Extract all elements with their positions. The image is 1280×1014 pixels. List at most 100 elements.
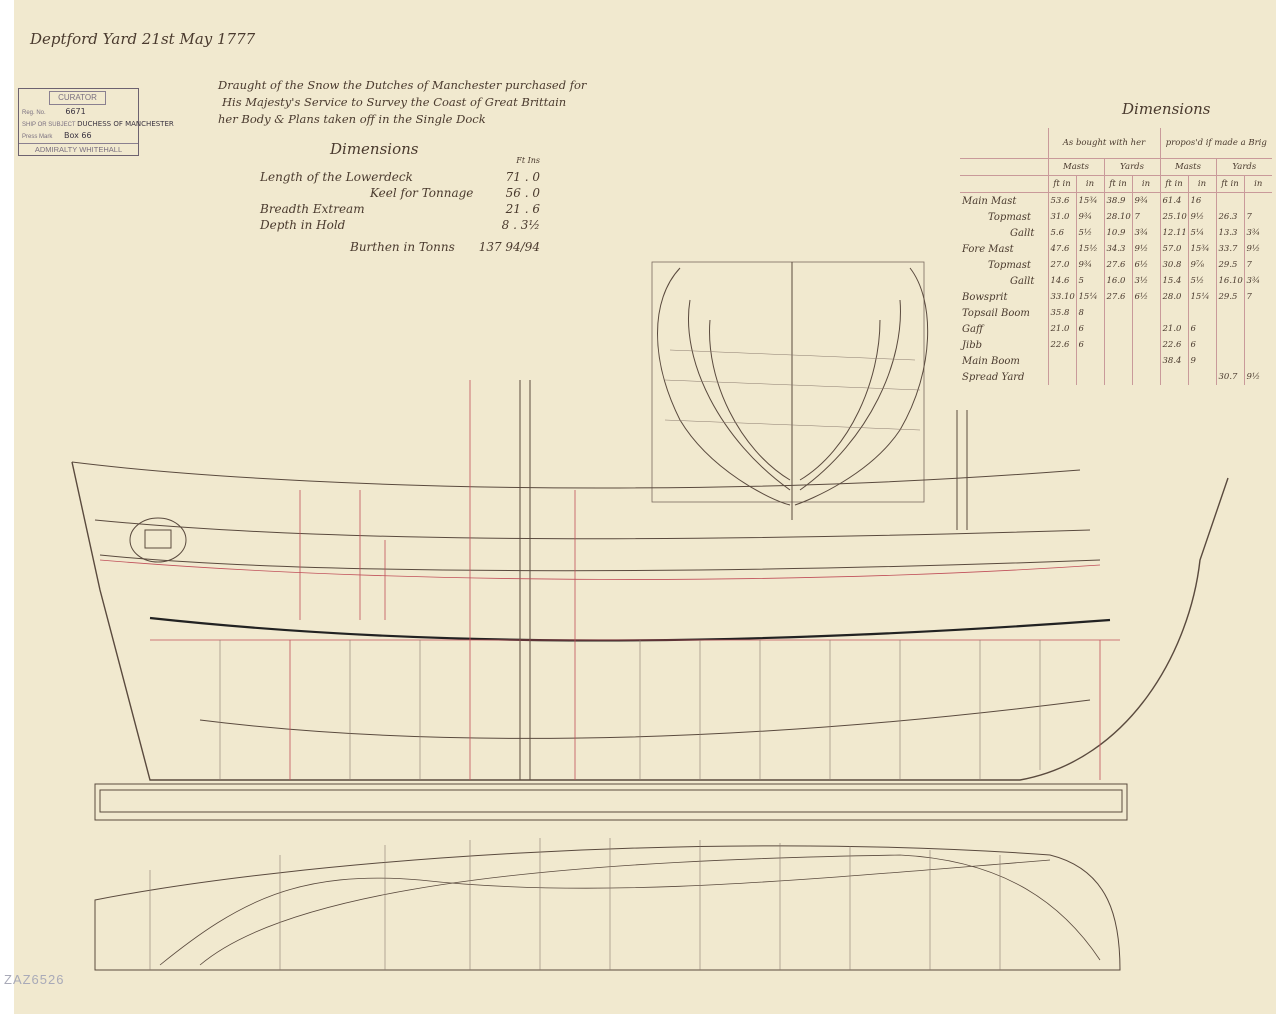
table-cell: 27.6 bbox=[1103, 257, 1132, 273]
table-cell: 9⅞ bbox=[1187, 257, 1216, 273]
unit-header: in bbox=[1243, 175, 1273, 193]
table-cell: 7 bbox=[1243, 209, 1273, 225]
table-cell: 3¾ bbox=[1131, 225, 1160, 241]
stamp-subject-value: DUCHESS OF MANCHESTER bbox=[77, 120, 174, 128]
table-cell bbox=[1047, 353, 1076, 369]
table-cell: 6 bbox=[1187, 337, 1216, 353]
table-cell: 9¾ bbox=[1131, 192, 1160, 209]
table-cell bbox=[1159, 305, 1188, 321]
row-label: Main Boom bbox=[962, 355, 1020, 367]
row-label: Gallt bbox=[1010, 275, 1035, 287]
station-lines bbox=[219, 640, 1041, 780]
table-cell: 6 bbox=[1075, 337, 1104, 353]
table-cell bbox=[1131, 305, 1160, 321]
table-cell: 5.6 bbox=[1047, 225, 1076, 241]
title-line-1: Draught of the Snow the Dutches of Manch… bbox=[218, 78, 587, 92]
table-cell: 22.6 bbox=[1159, 337, 1188, 353]
table-cell: 28.0 bbox=[1159, 289, 1188, 305]
table-cell: 3½ bbox=[1131, 273, 1160, 289]
table-cell: 15¾ bbox=[1187, 241, 1216, 257]
row-label: Main Mast bbox=[962, 195, 1017, 207]
table-cell: 7 bbox=[1243, 289, 1273, 305]
table-cell: 21.0 bbox=[1159, 321, 1188, 337]
table-cell bbox=[1103, 337, 1132, 353]
table-cell: 38.9 bbox=[1103, 192, 1132, 209]
table-cell: 5½ bbox=[1187, 273, 1216, 289]
dimension-value: 137 94/94 bbox=[478, 240, 540, 254]
table-cell: 7 bbox=[1243, 257, 1273, 273]
table-cell: 21.0 bbox=[1047, 321, 1076, 337]
table-cell: 5 bbox=[1075, 273, 1104, 289]
table-cell: 22.6 bbox=[1047, 337, 1076, 353]
unit-header: in bbox=[1131, 175, 1160, 193]
table-cell: 9½ bbox=[1131, 241, 1160, 257]
table-cell: 30.7 bbox=[1215, 369, 1244, 385]
title-line-2: His Majesty's Service to Survey the Coas… bbox=[222, 95, 567, 109]
dimension-label: Length of the Lowerdeck bbox=[260, 170, 413, 184]
table-cell bbox=[1243, 337, 1273, 353]
unit-header: in bbox=[1187, 175, 1216, 193]
table-cell: 27.6 bbox=[1103, 289, 1132, 305]
table-cell: 9¾ bbox=[1075, 257, 1104, 273]
half-breadth-plan bbox=[94, 838, 1121, 971]
dimensions-title: Dimensions bbox=[330, 140, 419, 158]
table-cell: 25.10 bbox=[1159, 209, 1188, 225]
subgroup-header: Masts bbox=[1047, 158, 1104, 176]
table-cell: 14.6 bbox=[1047, 273, 1076, 289]
yard-date: Deptford Yard 21st May 1777 bbox=[30, 30, 256, 48]
row-label: Spread Yard bbox=[962, 371, 1025, 383]
table-cell: 29.5 bbox=[1215, 289, 1244, 305]
dimension-label: Breadth Extream bbox=[260, 202, 365, 216]
table-cell: 3¾ bbox=[1243, 225, 1273, 241]
table-cell: 12.11 bbox=[1159, 225, 1188, 241]
dimension-value: 71 . 0 bbox=[505, 170, 540, 184]
table-cell bbox=[1131, 321, 1160, 337]
table-cell: 53.6 bbox=[1047, 192, 1076, 209]
mast-yard-table: As bought with her propos'd if made a Br… bbox=[960, 128, 1273, 385]
row-label: Jibb bbox=[962, 339, 983, 351]
table-cell bbox=[1215, 321, 1244, 337]
subgroup-header: Yards bbox=[1103, 158, 1160, 176]
table-cell: 5¼ bbox=[1187, 225, 1216, 241]
unit-header: ft in bbox=[1103, 175, 1132, 193]
subgroup-header: Yards bbox=[1215, 158, 1273, 176]
table-cell: 33.7 bbox=[1215, 241, 1244, 257]
table-cell: 28.10 bbox=[1103, 209, 1132, 225]
title-line-3: her Body & Plans taken off in the Single… bbox=[218, 112, 486, 126]
table-cell: 57.0 bbox=[1159, 241, 1188, 257]
table-cell bbox=[1187, 305, 1216, 321]
unit-header: ft in bbox=[1159, 175, 1188, 193]
table-cell: 15¼ bbox=[1075, 289, 1104, 305]
table-cell bbox=[1215, 192, 1244, 209]
table-cell: 29.5 bbox=[1215, 257, 1244, 273]
table-cell: 31.0 bbox=[1047, 209, 1076, 225]
stamp-press-label: Press Mark bbox=[22, 134, 53, 140]
table-cell bbox=[1075, 353, 1104, 369]
table-cell: 15¾ bbox=[1075, 192, 1104, 209]
table-cell bbox=[1131, 337, 1160, 353]
table-cell bbox=[1215, 305, 1244, 321]
table-cell: 9½ bbox=[1187, 209, 1216, 225]
table-cell bbox=[1243, 321, 1273, 337]
table-cell: 9½ bbox=[1243, 369, 1273, 385]
unit-header: in bbox=[1075, 175, 1104, 193]
curator-stamp: CURATOR Reg. No. 6671 SHIP OR SUBJECT DU… bbox=[18, 88, 174, 156]
stamp-press-value: Box 66 bbox=[64, 131, 92, 140]
table-cell bbox=[1215, 337, 1244, 353]
stamp-heading: CURATOR bbox=[49, 91, 106, 105]
row-label: Topmast bbox=[988, 211, 1031, 223]
table-cell bbox=[1187, 369, 1216, 385]
table-cell: 9 bbox=[1187, 353, 1216, 369]
group-header: As bought with her bbox=[1047, 128, 1160, 159]
table-cell: 26.3 bbox=[1215, 209, 1244, 225]
row-label: Fore Mast bbox=[962, 243, 1014, 255]
table-cell: 6½ bbox=[1131, 289, 1160, 305]
stamp-footer: ADMIRALTY WHITEHALL bbox=[19, 143, 138, 155]
table-cell bbox=[1159, 369, 1188, 385]
